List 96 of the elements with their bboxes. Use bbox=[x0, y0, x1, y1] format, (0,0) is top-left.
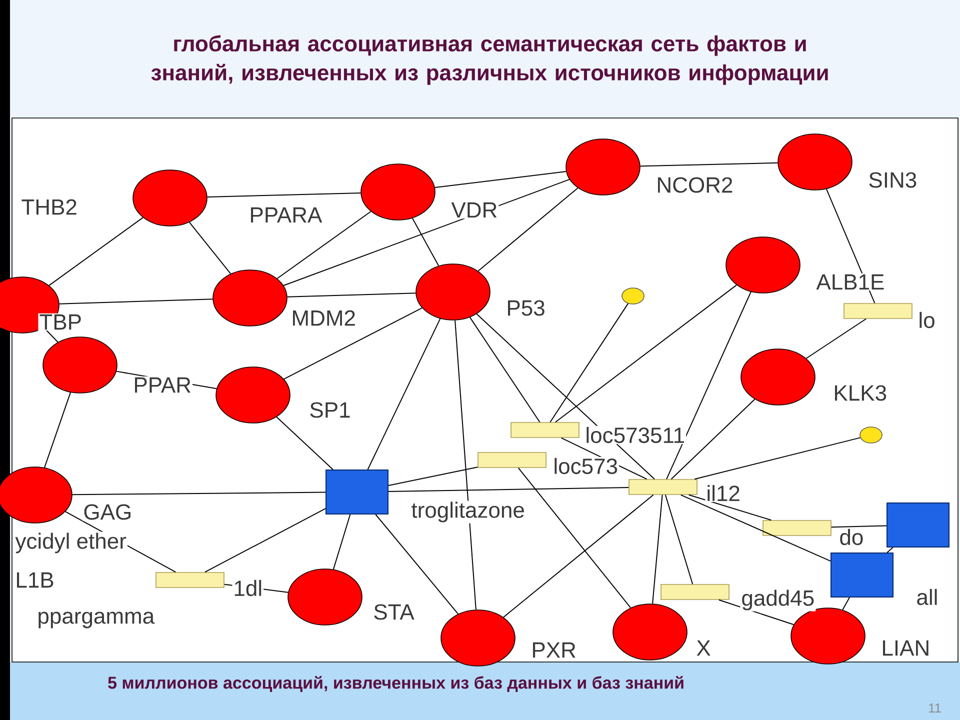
gene-circle bbox=[288, 568, 362, 626]
connector-line bbox=[666, 291, 752, 480]
small-dot bbox=[622, 288, 644, 304]
compound-square bbox=[830, 552, 894, 598]
gene-circle bbox=[612, 604, 688, 660]
connector-line bbox=[806, 318, 867, 359]
connector-line bbox=[478, 187, 578, 272]
connector-line bbox=[72, 492, 326, 496]
connector-line bbox=[434, 171, 567, 188]
connector-line bbox=[469, 316, 540, 423]
node-label: MDM2 bbox=[290, 309, 357, 327]
connector-line bbox=[652, 494, 663, 604]
connector-line bbox=[48, 217, 144, 286]
connector-line bbox=[554, 284, 738, 423]
gene-circle bbox=[216, 366, 290, 424]
gene-circle bbox=[778, 134, 852, 190]
node-label: il12 bbox=[705, 484, 742, 502]
node-label: P53 bbox=[505, 299, 546, 317]
gene-circle bbox=[440, 610, 516, 666]
node-label: X bbox=[695, 639, 712, 657]
reaction-bar bbox=[156, 572, 224, 588]
node-label: SIN3 bbox=[867, 171, 918, 189]
page-number: 11 bbox=[928, 704, 941, 712]
node-label: TBP bbox=[38, 313, 83, 331]
compound-square bbox=[886, 502, 950, 548]
connector-line bbox=[44, 392, 71, 468]
node-label: NCOR2 bbox=[655, 176, 734, 194]
connector-line bbox=[388, 487, 630, 492]
connector-line bbox=[680, 494, 831, 562]
node-label: PPARA bbox=[248, 206, 324, 224]
reaction-bar bbox=[628, 479, 698, 495]
connector-line bbox=[332, 514, 351, 570]
connector-line bbox=[188, 222, 232, 274]
gene-circle bbox=[42, 336, 118, 394]
connector-line bbox=[550, 303, 629, 423]
gene-circle bbox=[416, 264, 490, 320]
connector-line bbox=[276, 210, 372, 279]
connector-line bbox=[694, 437, 861, 480]
node-label: LIAN bbox=[880, 639, 932, 657]
slide-title: глобальная ассоциативная семантическая сеть фактов и знаний, извлеченных из различных источников информации bbox=[151, 35, 828, 85]
connector-line bbox=[842, 597, 850, 610]
node-label: troglitazone bbox=[410, 500, 526, 524]
connector-line bbox=[502, 494, 654, 618]
node-label: PXR bbox=[530, 641, 578, 659]
connector-line bbox=[476, 313, 655, 480]
gene-circle bbox=[566, 138, 640, 196]
slide-caption: 5 миллионов ассоциаций, извлеченных из баз данных и баз знаний bbox=[108, 676, 684, 692]
node-label: GAG bbox=[82, 503, 134, 521]
gene-circle bbox=[132, 170, 208, 226]
connector-line bbox=[283, 307, 423, 380]
reaction-bar bbox=[660, 584, 730, 600]
node-label: VDR bbox=[450, 201, 499, 219]
connector-line bbox=[283, 178, 570, 286]
node-label: all bbox=[915, 588, 940, 606]
node-label: STA bbox=[372, 603, 416, 621]
connector-line bbox=[276, 416, 334, 470]
connector-line bbox=[58, 298, 214, 304]
node-label: ycidyl ether bbox=[14, 532, 128, 554]
node-label: ALB1E bbox=[815, 273, 886, 291]
connector-line bbox=[412, 218, 440, 266]
reaction-bar bbox=[844, 303, 912, 319]
small-dot bbox=[860, 426, 882, 444]
node-label: do bbox=[838, 528, 865, 546]
node-label: loc573 bbox=[552, 456, 620, 476]
connector-line bbox=[286, 292, 416, 298]
connector-line bbox=[670, 398, 756, 480]
node-label: ppargamma bbox=[36, 610, 156, 630]
gene-circle bbox=[726, 236, 800, 294]
node-label: 1dl bbox=[232, 578, 264, 598]
connector-line bbox=[367, 318, 441, 470]
connector-line bbox=[204, 508, 326, 573]
node-label: KLK3 bbox=[832, 384, 888, 402]
connector-line bbox=[206, 192, 362, 198]
node-label: L1B bbox=[14, 571, 56, 589]
connector-line bbox=[388, 466, 478, 486]
node-label: SP1 bbox=[308, 401, 352, 419]
gene-circle bbox=[360, 164, 436, 220]
gene-circle bbox=[212, 270, 288, 326]
connector-line bbox=[454, 320, 476, 610]
node-label: THB2 bbox=[20, 198, 78, 216]
compound-square bbox=[326, 470, 388, 514]
node-label: gadd45 bbox=[740, 588, 816, 612]
reaction-bar bbox=[510, 422, 580, 438]
node-label: PPAR bbox=[132, 376, 192, 394]
reaction-bar bbox=[762, 520, 832, 536]
gene-circle bbox=[740, 348, 816, 406]
node-label: lo bbox=[917, 310, 936, 330]
connector-line bbox=[688, 494, 772, 521]
reaction-bar bbox=[478, 452, 546, 468]
connector-line bbox=[518, 467, 632, 608]
connector-line bbox=[664, 494, 694, 585]
connector-line bbox=[830, 525, 888, 528]
connector-line bbox=[375, 514, 459, 614]
connector-line bbox=[640, 162, 778, 167]
connector-line bbox=[886, 547, 894, 553]
node-label: loc573511 bbox=[584, 426, 686, 444]
